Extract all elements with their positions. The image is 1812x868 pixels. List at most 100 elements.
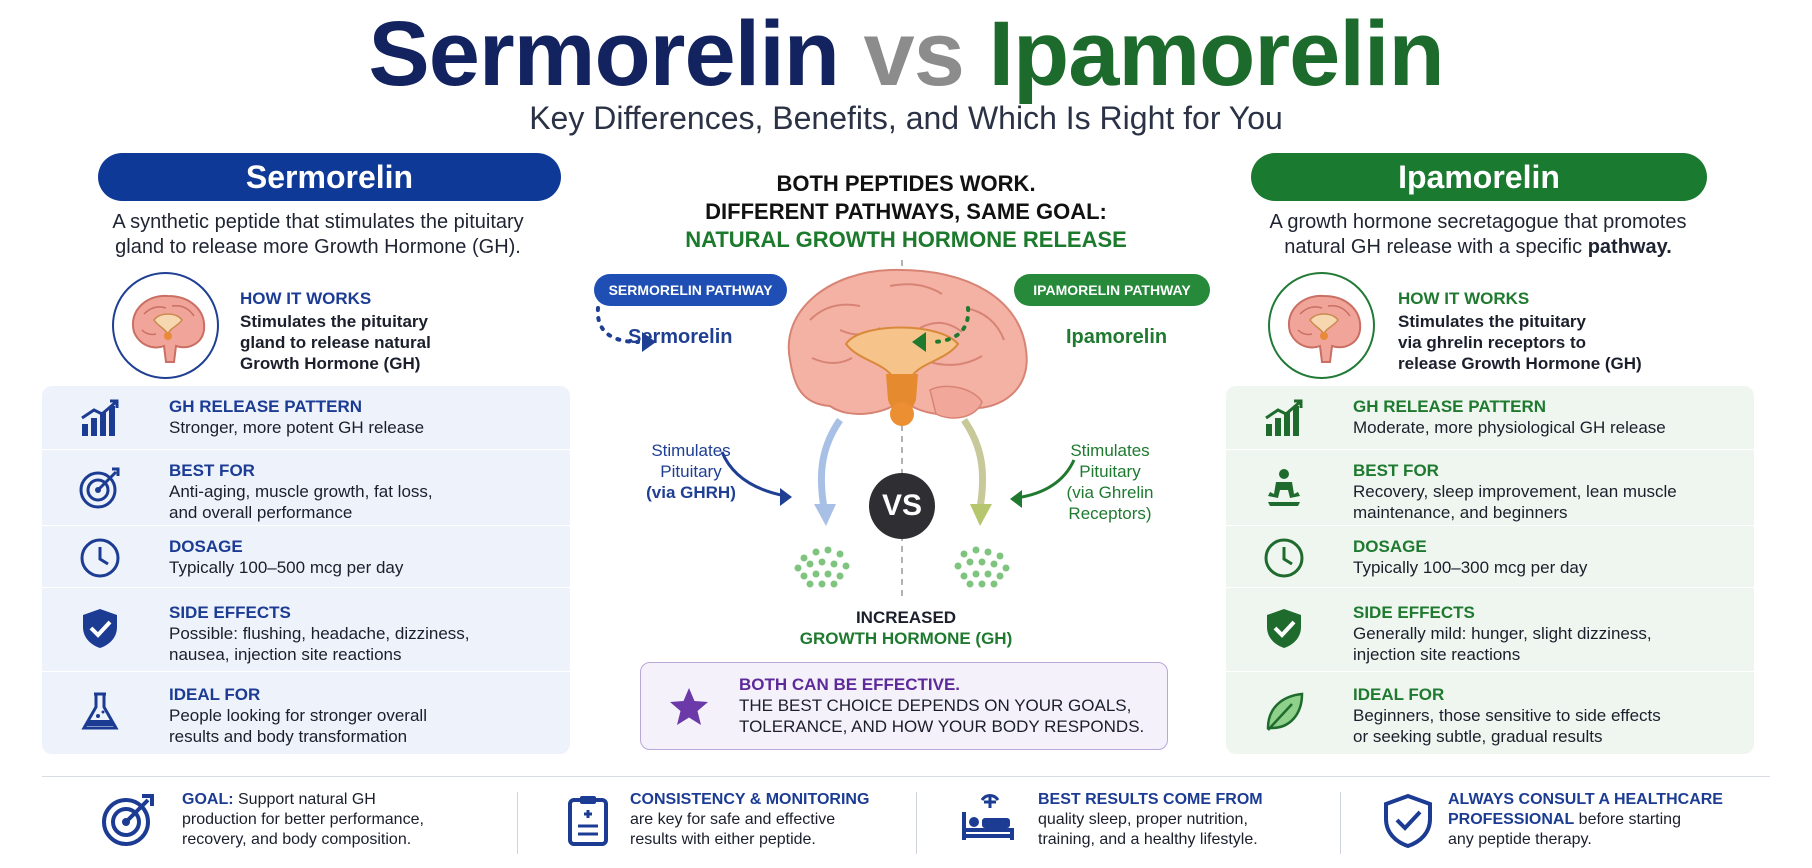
title-left: Sermorelin [368, 3, 840, 105]
intro-emphasis: pathway. [1587, 236, 1672, 258]
ipamorelin-dotted-arrow [928, 306, 971, 344]
intro-text: natural GH release with a specific [1284, 236, 1588, 258]
ipamorelin-stimulates-label: Stimulates Pituitary (via Ghrelin Recept… [1048, 440, 1172, 524]
footer-consistency: CONSISTENCY & MONITORING are key for saf… [560, 790, 940, 856]
sleep-bed-icon [962, 794, 1014, 840]
callout-line2: TOLERANCE, AND HOW YOUR BODY RESPONDS. [739, 717, 1145, 736]
footer-consult-line2: PROFESSIONAL before starting [1448, 810, 1778, 830]
how-line: Stimulates the pituitary [240, 312, 428, 331]
footer-text: are key for safe and effective [630, 811, 836, 828]
stim-line: (via GHRH) [646, 483, 736, 502]
detail-row-side-effects: SIDE EFFECTS Generally mild: hunger, sli… [1226, 588, 1754, 672]
result-line2: GROWTH HORMONE (GH) [799, 629, 1013, 648]
flask-icon [81, 692, 119, 730]
row-title: GH RELEASE PATTERN [169, 397, 362, 416]
footer-text: results with either peptide. [630, 831, 816, 848]
pathway-ipamorelin-name: Ipamorelin [1066, 326, 1168, 348]
result-line1: INCREASED [855, 608, 957, 627]
how-line: Stimulates the pituitary [1398, 312, 1586, 331]
brain-icon [112, 272, 219, 379]
row-text: and overall performance [169, 503, 353, 522]
footer-title: ALWAYS CONSULT A HEALTHCARE [1448, 791, 1723, 808]
how-line: release Growth Hormone (GH) [1398, 354, 1642, 373]
how-title: HOW IT WORKS [1398, 289, 1530, 308]
left-flow-arrow [817, 418, 843, 509]
footer-text: quality sleep, proper nutrition, [1038, 811, 1248, 828]
sermorelin-intro-line2: gland to release more Growth Hormone (GH… [115, 236, 521, 258]
detail-row-best-for: BEST FOR Recovery, sleep improvement, le… [1226, 450, 1754, 526]
both-effective-callout: BOTH CAN BE EFFECTIVE. THE BEST CHOICE D… [640, 662, 1168, 750]
stim-line: (via Ghrelin [1066, 483, 1154, 502]
pathway-sermorelin-name: Sermorelin [628, 326, 733, 348]
detail-row-gh-release: GH RELEASE PATTERN Stronger, more potent… [42, 386, 570, 450]
row-title: SIDE EFFECTS [1353, 603, 1475, 622]
footer-best-results: BEST RESULTS COME FROM quality sleep, pr… [960, 790, 1340, 856]
callout-line1: THE BEST CHOICE DEPENDS ON YOUR GOALS, [739, 696, 1132, 715]
gh-particles-right [954, 546, 1010, 588]
ipamorelin-header: Ipamorelin [1251, 153, 1707, 201]
sermorelin-how-it-works: HOW IT WORKS Stimulates the pituitary gl… [240, 288, 431, 374]
central-brain-illustration [787, 268, 1028, 426]
target-icon [79, 467, 120, 509]
stim-line: Pituitary [660, 462, 722, 481]
footer-title: CONSISTENCY & MONITORING [630, 791, 870, 808]
bar-chart-icon [1265, 399, 1303, 436]
title-right: Ipamorelin [988, 3, 1444, 105]
detail-row-ideal-for: IDEAL FOR People looking for stronger ov… [42, 672, 570, 754]
title-vs: vs [863, 3, 965, 105]
detail-row-side-effects: SIDE EFFECTS Possible: flushing, headach… [42, 588, 570, 672]
how-line: via ghrelin receptors to [1398, 333, 1586, 352]
stim-line: Stimulates [651, 441, 731, 460]
shield-check-icon [1267, 609, 1301, 648]
ipamorelin-details-panel: GH RELEASE PATTERN Moderate, more physio… [1226, 386, 1754, 754]
page-subtitle: Key Differences, Benefits, and Which Is … [529, 100, 1283, 136]
detail-row-dosage: DOSAGE Typically 100–300 mcg per day [1226, 526, 1754, 588]
result-label: INCREASED GROWTH HORMONE (GH) [706, 607, 1106, 649]
sermorelin-details-panel: GH RELEASE PATTERN Stronger, more potent… [42, 386, 570, 754]
footer-text: before starting [1574, 811, 1681, 828]
row-text: Typically 100–300 mcg per day [1353, 558, 1588, 577]
sermorelin-dotted-arrow [595, 306, 640, 344]
footer-title: BEST RESULTS COME FROM [1038, 791, 1263, 808]
target-icon [102, 794, 154, 846]
footer-text: Support natural GH [233, 791, 376, 808]
row-text: Typically 100–500 mcg per day [169, 558, 404, 577]
footer-separator [916, 792, 917, 854]
bar-chart-icon [81, 399, 119, 436]
callout-title: BOTH CAN BE EFFECTIVE. [739, 675, 961, 694]
footer-goal-line1: GOAL: Support natural GH [182, 790, 482, 810]
page-title: Sermorelin vs Ipamorelin [0, 2, 1812, 106]
shield-check-icon [1384, 793, 1432, 848]
footer-consult: ALWAYS CONSULT A HEALTHCARE PROFESSIONAL… [1380, 790, 1780, 856]
meditation-icon [1268, 469, 1300, 506]
footer-divider [42, 776, 1770, 777]
sermorelin-stimulates-label: Stimulates Pituitary (via GHRH) [632, 440, 750, 503]
row-text: Recovery, sleep improvement, lean muscle [1353, 482, 1677, 501]
stim-line: Receptors) [1068, 504, 1152, 523]
footer-goal: GOAL: Support natural GH production for … [100, 790, 500, 856]
sermorelin-pathway-label: SERMORELIN PATHWAY [594, 274, 787, 306]
brain-icon [1268, 272, 1375, 379]
center-heading-line1: BOTH PEPTIDES WORK. [776, 171, 1036, 196]
row-title: DOSAGE [1353, 537, 1427, 556]
shield-check-icon [83, 609, 117, 648]
ipamorelin-intro-line1: A growth hormone secretagogue that promo… [1269, 211, 1687, 233]
row-title: BEST FOR [169, 461, 255, 480]
sermorelin-intro-line1: A synthetic peptide that stimulates the … [112, 211, 524, 233]
stim-line: Pituitary [1079, 462, 1141, 481]
detail-row-gh-release: GH RELEASE PATTERN Moderate, more physio… [1226, 386, 1754, 450]
row-text: Anti-aging, muscle growth, fat loss, [169, 482, 433, 501]
row-text: results and body transformation [169, 727, 408, 746]
detail-row-best-for: BEST FOR Anti-aging, muscle growth, fat … [42, 450, 570, 526]
clock-icon [80, 538, 120, 578]
ipamorelin-intro: A growth hormone secretagogue that promo… [1218, 210, 1738, 260]
right-flow-arrow [961, 418, 987, 509]
ipamorelin-how-it-works: HOW IT WORKS Stimulates the pituitary vi… [1398, 288, 1642, 374]
ipamorelin-pathway-label: IPAMORELIN PATHWAY [1014, 274, 1210, 306]
row-text: maintenance, and beginners [1353, 503, 1568, 522]
row-text: nausea, injection site reactions [169, 645, 402, 664]
row-title: IDEAL FOR [169, 685, 261, 704]
footer-text: recovery, and body composition. [182, 831, 412, 848]
ipamorelin-intro-line2: natural GH release with a specific pathw… [1218, 235, 1738, 260]
